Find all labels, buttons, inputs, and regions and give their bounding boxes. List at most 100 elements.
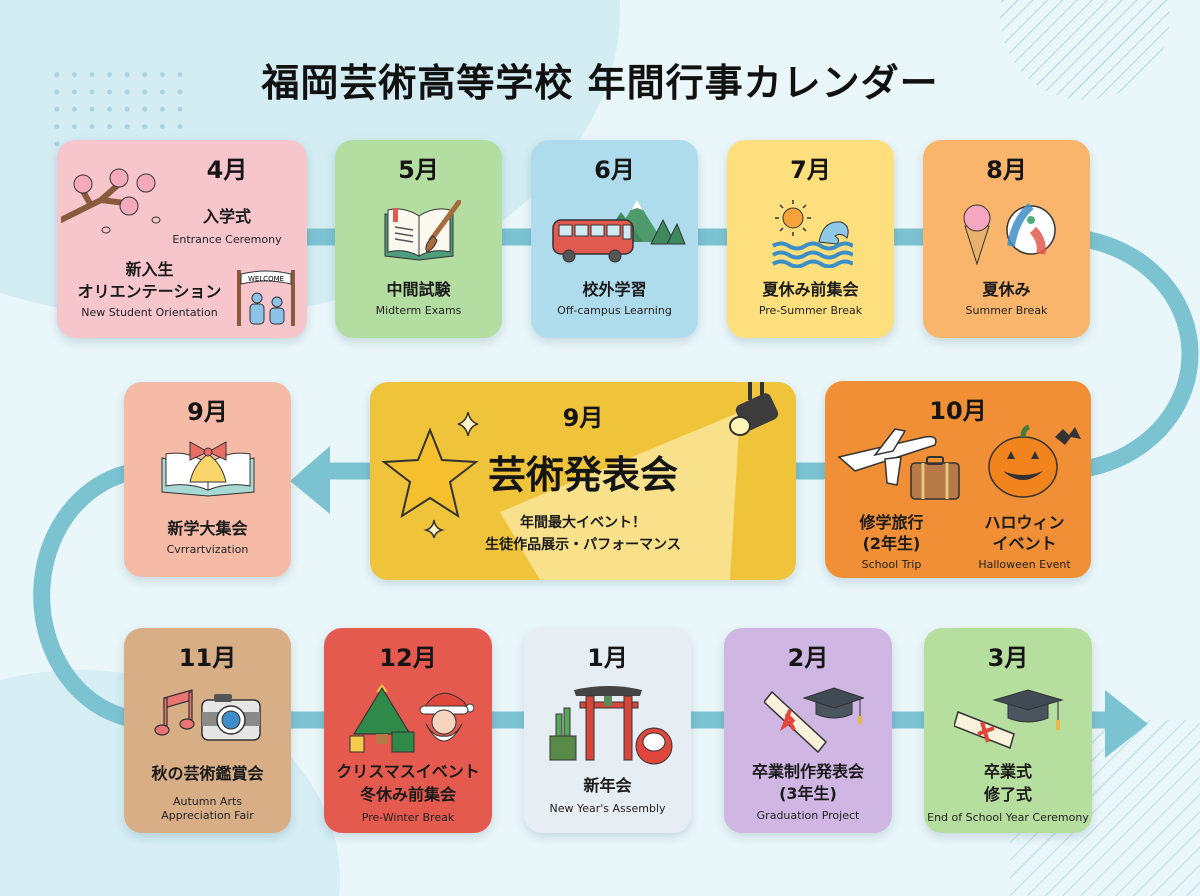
event-title-jp: (2年生) — [862, 534, 921, 553]
christmas-santa-icon — [349, 684, 474, 753]
airplane-suitcase-icon — [837, 428, 960, 500]
month-card-july[interactable]: 7月 夏休み前集会 Pre-Summer Break — [727, 140, 894, 338]
month-card-march[interactable]: 3月 卒業式 修了式 End of School Year Ceremony — [924, 628, 1092, 833]
event-title-jp: 新入生 — [125, 260, 174, 279]
month-label: 11月 — [178, 644, 237, 672]
arrow-left-icon — [290, 446, 330, 514]
event-title-en: Pre-Summer Break — [758, 304, 863, 317]
event-title-jp: 修了式 — [983, 785, 1032, 804]
diploma-icon — [954, 711, 1015, 749]
pumpkin-halloween-icon — [988, 424, 1081, 498]
star-icon — [381, 411, 479, 538]
page-title: 福岡芸術高等学校 年間行事カレンダー — [261, 61, 939, 105]
music-camera-icon — [154, 689, 261, 741]
month-label: 10月 — [929, 397, 987, 425]
torii-icon — [574, 686, 642, 761]
event-title-en: Cvrrartvization — [166, 543, 249, 556]
month-card-november[interactable]: 11月 秋の芸術鑑賞会 Autumn Arts Appreciation Fai… — [124, 628, 291, 833]
suitcase-icon — [910, 456, 960, 500]
arrow-right-icon — [1105, 690, 1148, 758]
month-card-april[interactable]: 4月 入学式 Entrance Ceremony 新入生 オリエンテーション N… — [57, 140, 307, 338]
event-title-jp: 校外学習 — [582, 280, 647, 299]
airplane-icon — [837, 428, 937, 486]
event-title-en: Pre-Winter Break — [361, 811, 455, 824]
event-title-jp: 夏休み — [982, 280, 1031, 299]
camera-icon — [201, 694, 261, 741]
event-title-jp: 秋の芸術鑑賞会 — [151, 764, 264, 783]
book-bell-icon — [161, 441, 255, 497]
month-label: 3月 — [987, 644, 1029, 672]
welcome-banner-icon: WELCOME — [237, 270, 295, 326]
event-title-jp: 修学旅行 — [859, 513, 924, 532]
month-label: 1月 — [587, 644, 628, 672]
featured-event-subtitle: 年間最大イベント！ — [520, 515, 646, 531]
month-card-may[interactable]: 5月 中間試験 Midterm Exams — [335, 140, 502, 338]
bus-mountains-icon — [552, 200, 686, 263]
event-title-en: Entrance Ceremony — [172, 233, 282, 246]
diploma-icon — [764, 690, 828, 754]
cherry-blossom-icon — [61, 168, 161, 234]
event-title-en: New Year's Assembly — [549, 802, 666, 815]
kadomatsu-icon — [549, 707, 577, 761]
event-title-en: Appreciation Fair — [161, 809, 254, 822]
event-title-en: Autumn Arts — [172, 795, 243, 808]
month-label: 8月 — [986, 156, 1027, 184]
event-title-jp: オリエンテーション — [77, 282, 222, 301]
month-card-september[interactable]: 9月 新学大集会 Cvrrartvization — [124, 382, 291, 577]
new-year-icon — [549, 686, 673, 765]
event-title-jp: 卒業式 — [983, 762, 1032, 781]
event-title-jp: 新年会 — [583, 776, 632, 795]
event-title-en: Off-campus Learning — [557, 304, 672, 317]
icecream-beachball-icon — [963, 202, 1056, 266]
month-label: 9月 — [187, 398, 228, 426]
event-title-jp: 冬休み前集会 — [359, 785, 456, 804]
dot-pattern-decoration — [48, 66, 188, 146]
event-title-jp: 中間試験 — [386, 280, 451, 299]
svg-text:WELCOME: WELCOME — [248, 275, 284, 283]
grad-cap-icon — [992, 689, 1064, 730]
event-title-en: End of School Year Ceremony — [927, 811, 1089, 824]
spotlight-beam — [500, 412, 740, 580]
bat-icon — [1055, 427, 1081, 445]
sparkle-icon — [457, 411, 479, 437]
event-title-en: Summer Break — [965, 304, 1048, 317]
event-title-jp: クリスマスイベント — [336, 762, 480, 781]
event-title-jp: 入学式 — [202, 207, 251, 226]
month-label: 9月 — [562, 404, 604, 432]
event-title-en: School Trip — [861, 558, 922, 571]
grad-cap-icon — [802, 687, 864, 724]
event-title-jp: 卒業制作発表会 — [751, 762, 864, 781]
sun-wave-icon — [771, 200, 853, 268]
event-title-en: Halloween Event — [978, 558, 1071, 571]
month-card-december[interactable]: 12月 クリスマスイベント 冬休み前集会 Pre-Winter Break — [324, 628, 492, 833]
event-title-en: New Student Orientation — [81, 306, 218, 319]
month-label: 7月 — [790, 156, 831, 184]
event-title-jp: 新学大集会 — [167, 519, 248, 538]
event-title-en: Midterm Exams — [375, 304, 462, 317]
event-title-jp: 夏休み前集会 — [762, 280, 859, 299]
music-note-icon — [154, 689, 195, 736]
month-card-august[interactable]: 8月 夏休み Summer Break — [923, 140, 1090, 338]
featured-event-title: 芸術発表会 — [487, 453, 678, 497]
event-title-en: Graduation Project — [756, 809, 860, 822]
month-card-february[interactable]: 2月 卒業制作発表会 (3年生) Graduation Project — [724, 628, 892, 833]
christmas-tree-icon — [349, 684, 415, 753]
event-title-jp: ハロウィン — [984, 513, 1065, 532]
featured-event-card-art-festival[interactable]: 9月 芸術発表会 年間最大イベント！ 生徒作品展示・パフォーマンス — [370, 382, 796, 580]
month-card-june[interactable]: 6月 校外学習 Off-campus Learning — [531, 140, 698, 338]
daruma-icon — [635, 727, 673, 765]
month-label: 12月 — [379, 644, 437, 672]
month-label: 5月 — [398, 156, 439, 184]
book-brush-icon — [384, 200, 461, 261]
month-label: 4月 — [206, 156, 248, 184]
diploma-gradcap-icon — [954, 689, 1064, 749]
sparkle-icon — [423, 519, 445, 538]
month-label: 2月 — [787, 644, 829, 672]
santa-icon — [419, 692, 474, 742]
month-label: 6月 — [594, 156, 635, 184]
month-card-october[interactable]: 10月 修学旅行 (2年生) School Trip ハロウィン イベント Ha… — [825, 381, 1091, 578]
featured-event-subtitle: 生徒作品展示・パフォーマンス — [485, 537, 681, 553]
month-card-january[interactable]: 1月 新年会 New Year's Assembly — [524, 628, 691, 833]
event-title-jp: (3年生) — [779, 784, 837, 803]
event-title-jp: イベント — [992, 534, 1057, 553]
